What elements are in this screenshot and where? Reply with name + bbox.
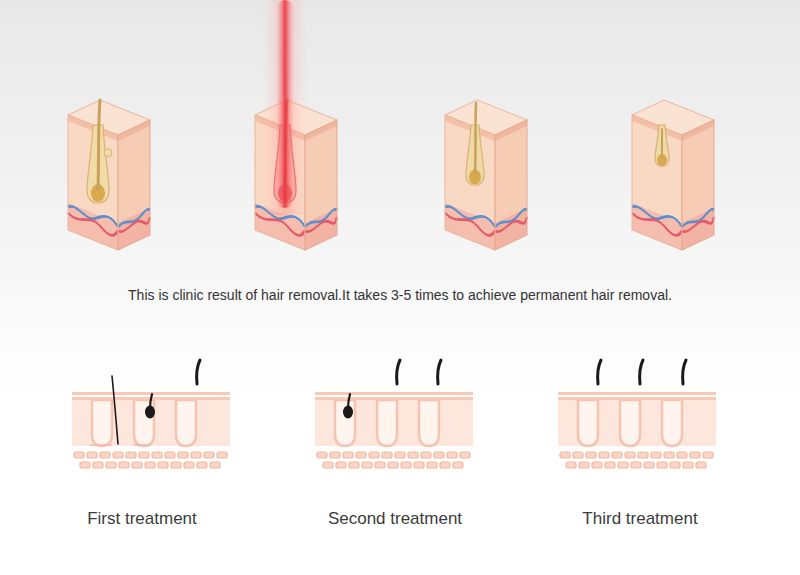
stage-label: Second treatment — [328, 509, 462, 529]
skin-block — [632, 100, 714, 250]
stage-label: First treatment — [87, 509, 197, 529]
caption-text: This is clinic result of hair removal.It… — [128, 287, 672, 303]
skin-section — [315, 360, 473, 468]
stage-label: Third treatment — [582, 509, 697, 529]
laser-beam — [276, 0, 294, 208]
skin-block — [68, 100, 150, 250]
skin-section — [558, 360, 716, 468]
laser-glow — [262, 0, 308, 215]
skin-section — [72, 360, 230, 468]
skin-block — [445, 100, 527, 250]
